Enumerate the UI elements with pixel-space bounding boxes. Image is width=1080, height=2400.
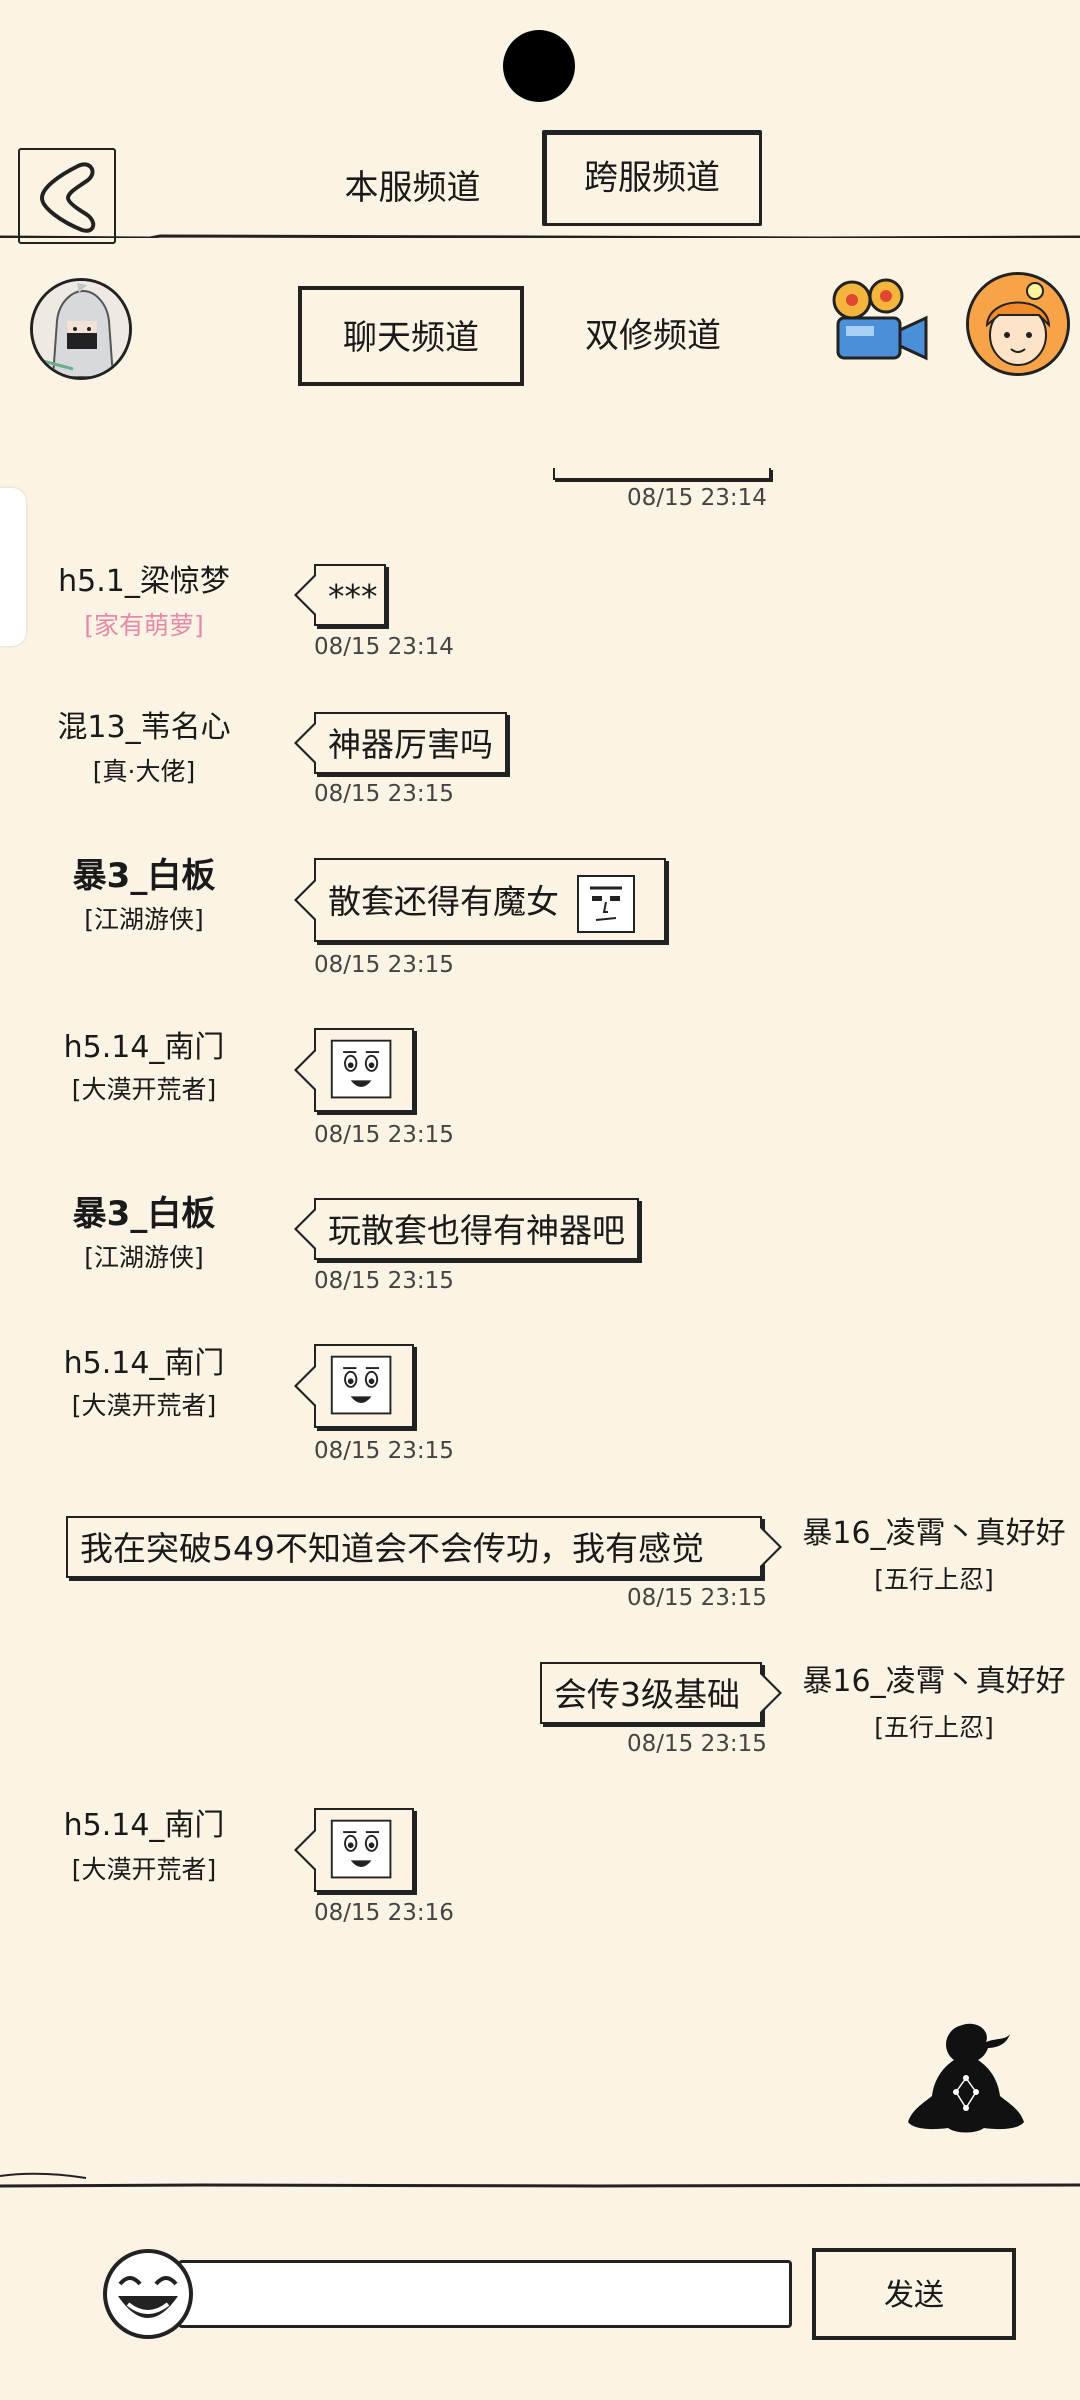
tab-dual-cultivation[interactable]: 双修频道: [585, 316, 721, 356]
chat-input-field[interactable]: [181, 2263, 789, 2325]
input-divider: [0, 2172, 1080, 2188]
message-time: 08/15 23:15: [314, 1268, 454, 1294]
sender-name[interactable]: 暴16_凌霄丶真好好: [802, 1516, 1066, 1551]
smirk-face-sticker: [576, 874, 635, 933]
my-avatar[interactable]: [30, 278, 132, 380]
message-time: 08/15 23:14: [314, 634, 454, 660]
message-time: 08/15 23:15: [314, 1122, 454, 1148]
sender-name[interactable]: h5.14_南门: [63, 1346, 225, 1381]
partner-avatar[interactable]: [966, 272, 1070, 376]
sticker-bubble[interactable]: [294, 1028, 414, 1112]
sticker-bubble[interactable]: [294, 1344, 414, 1428]
meditating-figure-icon[interactable]: [906, 2018, 1026, 2142]
message-bubble[interactable]: 会传3级基础: [540, 1662, 782, 1724]
laughing-face-sticker: [330, 1355, 392, 1415]
tab-cross-server[interactable]: 跨服频道: [542, 130, 762, 226]
message-time: 08/15 23:15: [627, 1585, 767, 1611]
send-button[interactable]: 发送: [812, 2248, 1016, 2340]
message-text: ***: [328, 577, 378, 616]
laughing-emoji-icon[interactable]: [102, 2248, 194, 2340]
tab-chat-channel[interactable]: 聊天频道: [298, 286, 524, 386]
side-drawer-handle[interactable]: [0, 488, 26, 646]
laughing-face-sticker: [330, 1819, 392, 1879]
sender-title: [大漠开荒者]: [71, 1075, 217, 1104]
back-arrow-icon: [40, 162, 96, 233]
message-time: 08/15 23:14: [627, 485, 767, 511]
message-bubble[interactable]: 玩散套也得有神器吧: [294, 1198, 639, 1260]
sender-title: [家有萌萝]: [84, 611, 204, 640]
channel-bar: 本服频道 跨服频道: [0, 118, 1080, 248]
sender-name[interactable]: 暴3_白板: [72, 856, 216, 896]
message-bubble[interactable]: 神器厉害吗: [294, 712, 507, 774]
header-divider: [0, 234, 1080, 238]
sender-title: [真·大佬]: [92, 757, 196, 786]
sender-title: [五行上忍]: [874, 1565, 994, 1594]
message-time: 08/15 23:15: [627, 1731, 767, 1757]
sender-title: [大漠开荒者]: [71, 1855, 217, 1884]
message-bubble[interactable]: 散套还得有魔女: [294, 858, 666, 942]
sender-name[interactable]: 暴3_白板: [72, 1194, 216, 1234]
sticker-bubble[interactable]: [294, 1808, 414, 1892]
message-text: 神器厉害吗: [328, 725, 493, 764]
earlier-bubble: [553, 468, 771, 480]
message-text: 会传3级基础: [554, 1675, 740, 1714]
front-camera-cutout: [503, 30, 575, 102]
sender-name[interactable]: h5.14_南门: [63, 1030, 225, 1065]
movie-camera-icon[interactable]: [828, 278, 930, 368]
message-bubble[interactable]: 我在突破549不知道会不会传功，我有感觉: [66, 1516, 782, 1578]
sender-name[interactable]: 混13_苇名心: [57, 710, 231, 745]
message-text: 散套还得有魔女: [328, 882, 559, 921]
sender-title: [江湖游侠]: [84, 1243, 204, 1272]
message-time: 08/15 23:15: [314, 781, 454, 807]
message-time: 08/15 23:15: [314, 1438, 454, 1464]
sender-name[interactable]: 暴16_凌霄丶真好好: [802, 1664, 1066, 1699]
tab-local-server[interactable]: 本服频道: [344, 168, 481, 208]
sender-title: [五行上忍]: [874, 1713, 994, 1742]
message-time: 08/15 23:16: [314, 1900, 454, 1926]
message-text: 我在突破549不知道会不会传功，我有感觉: [80, 1529, 704, 1568]
chat-input[interactable]: [178, 2260, 792, 2328]
laughing-face-sticker: [330, 1039, 392, 1099]
sender-title: [江湖游侠]: [84, 905, 204, 934]
sender-name[interactable]: h5.1_梁惊梦: [58, 564, 230, 599]
sender-title: [大漠开荒者]: [71, 1391, 217, 1420]
message-bubble[interactable]: ***: [294, 564, 386, 626]
message-time: 08/15 23:15: [314, 952, 454, 978]
message-text: 玩散套也得有神器吧: [328, 1211, 625, 1250]
sender-name[interactable]: h5.14_南门: [63, 1808, 225, 1843]
back-button[interactable]: [18, 148, 116, 244]
